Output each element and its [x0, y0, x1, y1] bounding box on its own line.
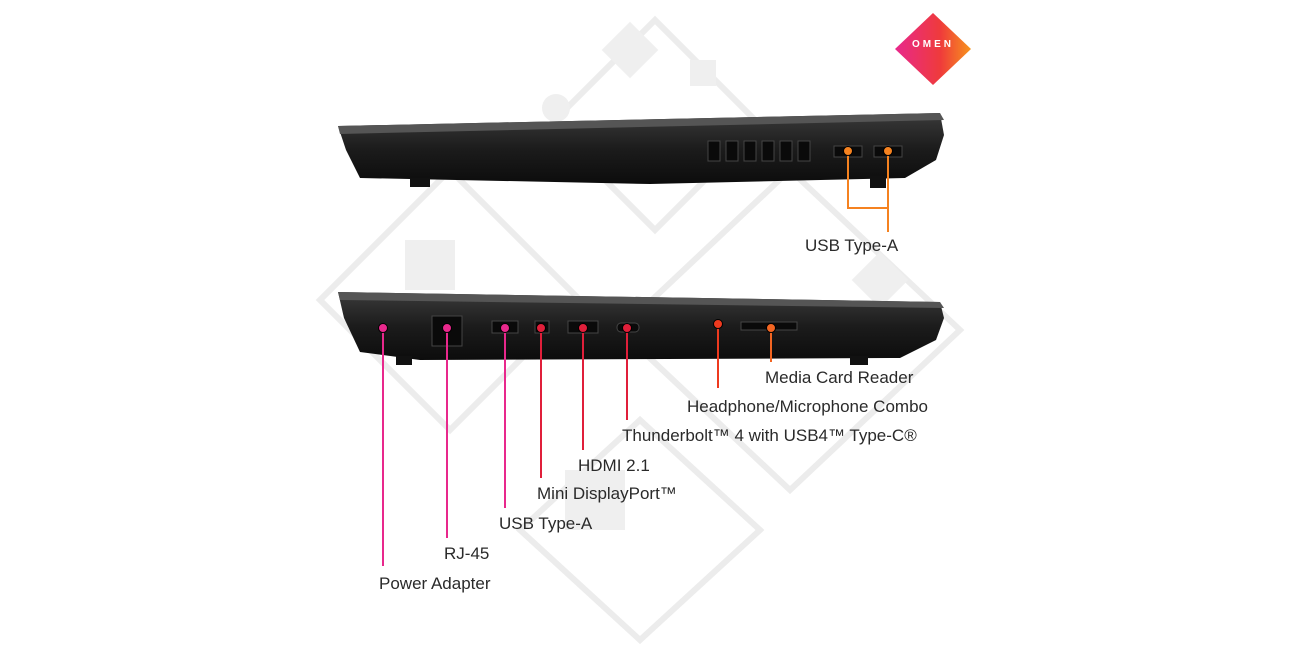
power-adapter-port-dot [378, 323, 388, 333]
right-usb-callout-line [847, 151, 888, 209]
label-thunderbolt: Thunderbolt™ 4 with USB4™ Type-C® [622, 426, 917, 445]
laptop-right-side [338, 113, 944, 188]
label-mini-displayport: Mini DisplayPort™ [537, 484, 677, 503]
usb-type-a-port-dot [500, 323, 510, 333]
right-usb-port-dot [883, 146, 893, 156]
label-media-card-reader: Media Card Reader [765, 368, 914, 387]
label-right-usb-type-a: USB Type-A [805, 236, 899, 255]
label-power-adapter: Power Adapter [379, 574, 491, 593]
label-rj45: RJ-45 [444, 544, 490, 563]
rj45-port-dot [442, 323, 452, 333]
media-card-reader-port-dot [766, 323, 776, 333]
mini-displayport-port-dot [536, 323, 546, 333]
thunderbolt-port-dot [622, 323, 632, 333]
omen-diamond-icon [895, 13, 971, 85]
label-usb-type-a: USB Type-A [499, 514, 593, 533]
label-headphone-mic: Headphone/Microphone Combo [687, 397, 928, 416]
right-usb-port-dot [843, 146, 853, 156]
label-hdmi: HDMI 2.1 [578, 456, 650, 475]
hdmi-port-dot [578, 323, 588, 333]
logo-text: OMEN [912, 39, 954, 50]
headphone-mic-port-dot [713, 319, 723, 329]
laptop-left-side [338, 292, 944, 365]
omen-logo: OMEN [895, 13, 971, 85]
